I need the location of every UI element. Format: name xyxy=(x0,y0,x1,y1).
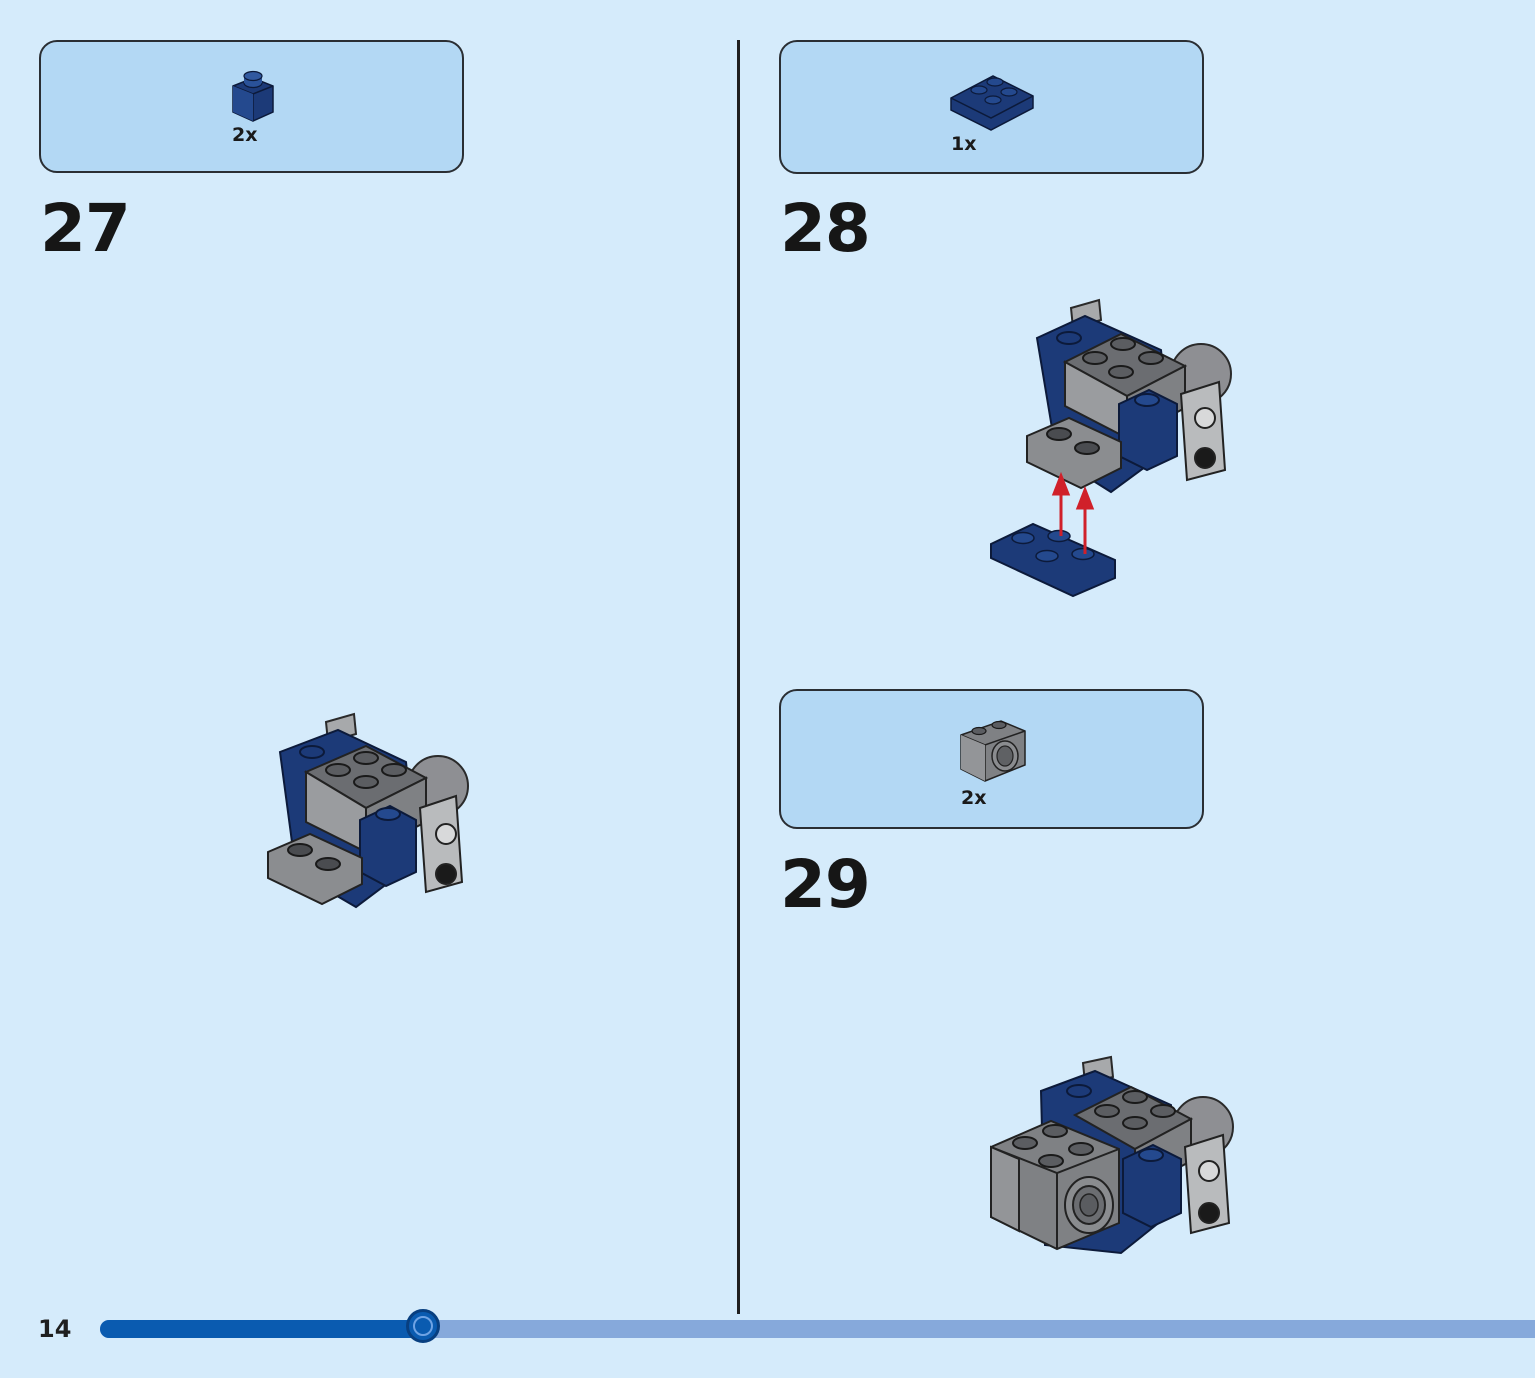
part-quantity: 1x xyxy=(951,133,977,155)
page-number: 14 xyxy=(38,1315,72,1343)
progress-track xyxy=(100,1320,1535,1338)
dark-blue-1x1-brick-icon xyxy=(232,70,274,122)
step-28-parts-box: 1x xyxy=(779,40,1204,174)
step-28-model-illustration xyxy=(990,298,1232,598)
dark-blue-inverted-slope-plate-icon xyxy=(950,75,1034,131)
step-number-28: 28 xyxy=(780,190,871,267)
step-29-model-illustration xyxy=(990,1055,1234,1255)
step-number-29: 29 xyxy=(780,846,871,923)
step-number-27: 27 xyxy=(40,190,131,267)
part-quantity: 2x xyxy=(232,124,258,146)
progress-fill xyxy=(100,1320,423,1338)
step-27-parts-box: 2x xyxy=(39,40,464,173)
column-divider xyxy=(737,40,740,1314)
step-27-model-illustration xyxy=(267,712,469,909)
part-quantity: 2x xyxy=(961,787,987,809)
gray-1x2-technic-brick-with-hole-icon xyxy=(960,720,1026,782)
step-29-parts-box: 2x xyxy=(779,689,1204,829)
progress-knob xyxy=(406,1309,440,1343)
